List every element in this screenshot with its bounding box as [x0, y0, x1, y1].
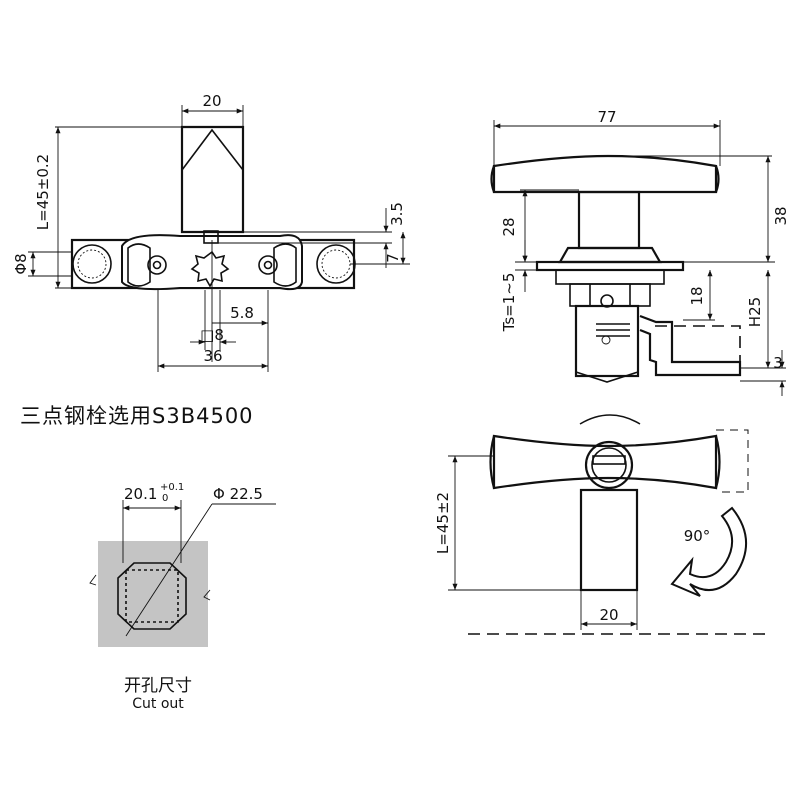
dim-3-5: 3.5 [388, 202, 406, 226]
dim-length: L=45±0.2 [34, 154, 52, 230]
dim-h25: H25 [746, 297, 764, 327]
dim-77: 77 [597, 108, 616, 126]
front-view-dimensions: 20 L=45±0.2 Φ8 3.5 7 5.8 □8 36 [12, 92, 406, 365]
dim-28: 28 [500, 217, 518, 236]
dim-width-20-b: 20 [599, 606, 618, 624]
dim-width-20: 20 [202, 92, 221, 110]
dim-cutout-tol-lower: 0 [162, 493, 168, 504]
dim-ts: Ts=1~5 [500, 273, 518, 333]
dim-dia-8: Φ8 [12, 253, 30, 274]
dim-length-45-2: L=45±2 [434, 492, 452, 554]
rotation-arrow-icon [670, 506, 748, 597]
top-view [448, 414, 765, 635]
side-view [490, 120, 786, 396]
angle-90: 90° [684, 527, 711, 545]
dim-3: 3 [773, 354, 783, 372]
dim-5-8: 5.8 [230, 304, 254, 322]
dim-7: 7 [384, 253, 402, 263]
dim-cutout-tol-upper: +0.1 [160, 482, 184, 493]
cutout-dimensions: 20.1 +0.1 0 Φ 22.5 [124, 482, 263, 504]
dim-cutout-dia: Φ 22.5 [213, 485, 263, 503]
front-view [28, 105, 410, 372]
dim-cutout-width: 20.1 [124, 485, 157, 503]
dim-square-8: □8 [200, 326, 224, 344]
cutout-view [89, 500, 276, 647]
dim-36: 36 [203, 347, 222, 365]
cutout-caption-en: Cut out [132, 696, 184, 712]
top-view-dimensions: L=45±2 20 90° [434, 492, 710, 624]
side-view-dimensions: 77 28 38 Ts=1~5 18 H25 3 [500, 108, 790, 372]
main-caption: 三点钢栓选用S3B4500 [20, 404, 254, 428]
cutout-caption-cn: 开孔尺寸 [124, 676, 192, 696]
dim-18: 18 [688, 286, 706, 305]
dim-38: 38 [772, 206, 790, 225]
